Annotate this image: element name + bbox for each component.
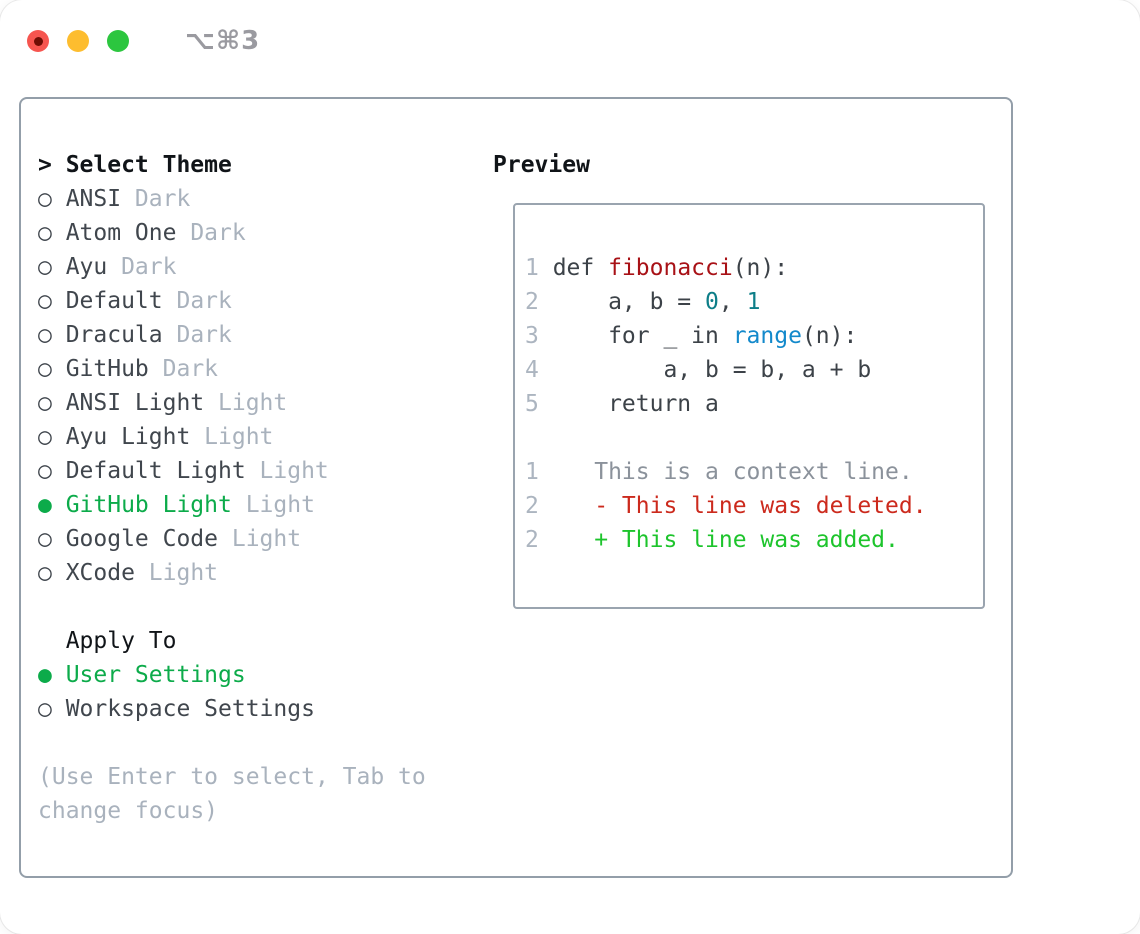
apply-option[interactable]: ○ Workspace Settings <box>38 692 483 726</box>
preview-heading: Preview <box>493 152 590 178</box>
preview-box: 1 def fibonacci(n): 2 a, b = 0, 1 3 for _… <box>513 203 985 609</box>
code-text: return a <box>552 391 719 417</box>
line-number: 2 <box>525 289 539 315</box>
apply-option-label: Workspace Settings <box>65 696 315 722</box>
theme-name: ANSI Light <box>65 390 205 416</box>
radio-icon: ○ <box>38 390 52 416</box>
radio-icon: ○ <box>38 322 52 348</box>
theme-variant: Dark <box>176 322 232 348</box>
line-number: 4 <box>525 357 539 383</box>
theme-variant: Light <box>245 492 315 518</box>
theme-name: Atom One <box>65 220 177 246</box>
code-block: 1 def fibonacci(n): 2 a, b = 0, 1 3 for _… <box>525 251 977 421</box>
zoom-button[interactable] <box>107 30 129 52</box>
theme-option[interactable]: ○ ANSI Dark <box>38 182 483 216</box>
radio-icon: ○ <box>38 424 52 450</box>
theme-variant: Dark <box>162 356 219 382</box>
theme-variant: Light <box>231 526 302 552</box>
code-line: 5 return a <box>525 387 977 421</box>
radio-icon: ● <box>38 662 52 688</box>
line-number: 2 <box>525 493 539 519</box>
radio-icon: ○ <box>38 560 52 586</box>
diff-line: 2 + This line was added. <box>525 523 977 557</box>
theme-name: Dracula <box>65 322 163 348</box>
theme-option[interactable]: ○ Atom One Dark <box>38 216 483 250</box>
radio-icon: ○ <box>38 526 52 552</box>
theme-variant: Light <box>259 458 329 484</box>
theme-name: Ayu Light <box>65 424 191 450</box>
radio-icon: ○ <box>38 458 52 484</box>
theme-option[interactable]: ● GitHub Light Light <box>38 488 483 522</box>
apply-to-heading: Apply To <box>38 624 483 658</box>
close-button-dot <box>33 36 43 46</box>
blank-line <box>525 421 977 455</box>
theme-name: XCode <box>65 560 135 586</box>
radio-icon: ○ <box>38 696 52 722</box>
close-button[interactable] <box>27 30 49 52</box>
prompt-icon: > <box>38 152 52 178</box>
code-text: def fibonacci(n): <box>552 255 789 281</box>
radio-icon: ○ <box>38 186 52 212</box>
theme-option[interactable]: ○ XCode Light <box>38 556 483 590</box>
theme-variant: Light <box>204 424 274 450</box>
theme-variant: Dark <box>176 288 232 314</box>
theme-name: Google Code <box>65 526 219 552</box>
theme-variant: Dark <box>121 254 177 280</box>
apply-option[interactable]: ● User Settings <box>38 658 483 692</box>
radio-icon: ○ <box>38 356 52 382</box>
radio-icon: ○ <box>38 288 52 314</box>
minimize-button[interactable] <box>67 30 89 52</box>
theme-variant: Dark <box>190 220 246 246</box>
titlebar: ⌥⌘3 <box>27 26 260 56</box>
theme-name: Ayu <box>65 254 108 280</box>
code-line: 2 a, b = 0, 1 <box>525 285 977 319</box>
diff-text: This is a context line. <box>552 459 913 485</box>
window-title: ⌥⌘3 <box>185 26 261 56</box>
code-line: 4 a, b = b, a + b <box>525 353 977 387</box>
radio-icon: ○ <box>38 254 52 280</box>
line-number: 3 <box>525 323 539 349</box>
theme-option[interactable]: ○ Default Light Light <box>38 454 483 488</box>
line-number: 2 <box>525 527 539 553</box>
theme-option[interactable]: ○ Google Code Light <box>38 522 483 556</box>
diff-text: + This line was added. <box>552 527 899 553</box>
theme-variant: Light <box>148 560 219 586</box>
line-number: 1 <box>525 459 539 485</box>
code-line: 3 for _ in range(n): <box>525 319 977 353</box>
diff-block: 1 This is a context line. 2 - This line … <box>525 455 977 557</box>
theme-option[interactable]: ○ Dracula Dark <box>38 318 483 352</box>
diff-text: - This line was deleted. <box>552 493 927 519</box>
theme-name: GitHub <box>65 356 149 382</box>
hint-text: (Use Enter to select, Tab to change focu… <box>38 764 426 824</box>
code-text: a, b = b, a + b <box>552 357 872 383</box>
theme-name: Default <box>65 288 163 314</box>
theme-option[interactable]: ○ ANSI Light Light <box>38 386 483 420</box>
code-text: for _ in range(n): <box>552 323 858 349</box>
code-text: a, b = 0, 1 <box>552 289 761 315</box>
theme-option[interactable]: ○ Ayu Light Light <box>38 420 483 454</box>
diff-line: 1 This is a context line. <box>525 455 977 489</box>
diff-line: 2 - This line was deleted. <box>525 489 977 523</box>
theme-variant: Dark <box>134 186 191 212</box>
radio-icon: ○ <box>38 220 52 246</box>
theme-option[interactable]: ○ GitHub Dark <box>38 352 483 386</box>
apply-to-list: ● User Settings ○ Workspace Settings <box>38 658 483 726</box>
theme-option[interactable]: ○ Default Dark <box>38 284 483 318</box>
apply-to-title: Apply To <box>65 628 177 654</box>
code-line: 1 def fibonacci(n): <box>525 251 977 285</box>
theme-name: GitHub Light <box>65 492 232 518</box>
select-theme-heading: > Select Theme <box>38 148 483 182</box>
theme-variant: Light <box>218 390 288 416</box>
theme-option[interactable]: ○ Ayu Dark <box>38 250 483 284</box>
line-number: 5 <box>525 391 539 417</box>
theme-name: ANSI <box>65 186 122 212</box>
theme-name: Default Light <box>65 458 246 484</box>
select-theme-title: Select Theme <box>65 152 232 178</box>
line-number: 1 <box>525 255 539 281</box>
apply-option-label: User Settings <box>65 662 246 688</box>
radio-icon: ● <box>38 492 52 518</box>
